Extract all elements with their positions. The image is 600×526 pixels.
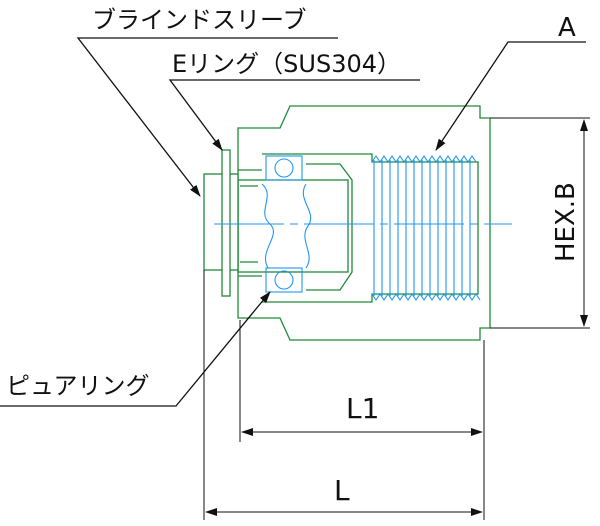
inner-bore xyxy=(262,153,479,303)
a-label: A xyxy=(558,13,576,43)
thread-lines xyxy=(373,160,471,296)
pure-ring-label: ピュアリング xyxy=(6,372,150,400)
pure-ring-bottom xyxy=(274,270,294,290)
thread-bottom-crests xyxy=(371,293,481,301)
dimensions xyxy=(203,117,590,520)
e-ring-plate xyxy=(221,149,231,297)
hex-body-outline xyxy=(237,105,491,341)
pure-ring-bottom-box xyxy=(265,267,303,293)
leaders xyxy=(0,37,586,407)
hex-b-label: HEX.B xyxy=(551,182,581,262)
a-leader xyxy=(435,41,586,151)
inner-sleeve-wave-2 xyxy=(302,183,312,269)
blind-sleeve-label: ブラインドスリーブ xyxy=(92,6,307,34)
thread-top-crests xyxy=(371,155,477,163)
e-ring-leader xyxy=(168,79,420,151)
pure-ring-top-box xyxy=(265,155,303,181)
l1-label: L1 xyxy=(346,392,379,425)
sleeve-step xyxy=(306,163,353,291)
e-ring-label: Eリング（SUS304） xyxy=(172,50,401,78)
blind-sleeve-head xyxy=(203,173,239,271)
internal-thread xyxy=(371,155,481,301)
pure-ring-top xyxy=(274,158,294,178)
blind-sleeve-leader xyxy=(76,37,338,197)
fitting-body xyxy=(203,105,491,341)
pure-ring-leader xyxy=(0,291,271,407)
l-label: L xyxy=(334,474,350,507)
